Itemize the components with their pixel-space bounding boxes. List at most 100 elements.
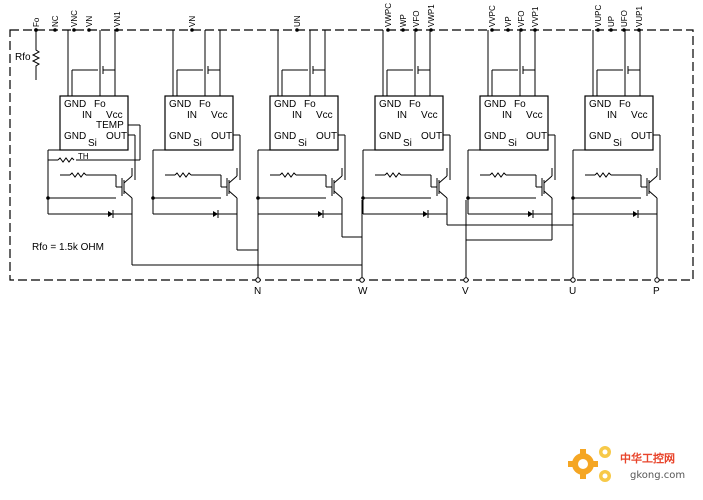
terminal-label: W: [358, 286, 368, 297]
top-pin-label: UP: [607, 16, 616, 27]
ic-in-label: IN: [292, 110, 302, 121]
top-pin-label: VUPC: [594, 5, 603, 27]
driver-ic: [164, 95, 234, 151]
ic-gnd2-label: GND: [169, 131, 191, 142]
ic-fo-label: Fo: [409, 99, 421, 110]
freewheel-diode: [528, 211, 533, 217]
terminal-node: [255, 277, 261, 283]
freewheel-diode: [213, 211, 218, 217]
driver-ic: [584, 95, 654, 151]
output-rails: [131, 214, 658, 280]
top-pin-label: VN1: [113, 11, 122, 27]
driver-ic: [269, 95, 339, 151]
watermark: 中华工控网 gkong.com: [565, 440, 695, 490]
ic-in-label: IN: [502, 110, 512, 121]
ic-fo-label: Fo: [199, 99, 211, 110]
terminal-node: [654, 277, 660, 283]
terminal-node: [359, 277, 365, 283]
ic-out-label: OUT: [421, 131, 442, 142]
ic-fo-label: Fo: [619, 99, 631, 110]
freewheel-diode: [423, 211, 428, 217]
top-pin-label: WP: [399, 14, 408, 27]
top-pin-label: UFO: [620, 10, 629, 27]
top-pin-label: Fo: [32, 17, 41, 27]
ic-in-label: IN: [397, 110, 407, 121]
top-pin-label: VFO: [517, 11, 526, 27]
gate-resistor: [174, 172, 192, 178]
terminal-label: N: [254, 286, 261, 297]
thermistor-label: TH: [78, 152, 89, 161]
driver-ic: [374, 95, 444, 151]
ic-out-label: OUT: [211, 131, 232, 142]
ic-fo-label: Fo: [304, 99, 316, 110]
top-pin-label: VNC: [70, 10, 79, 27]
ic-vcc-label: Vcc: [526, 110, 543, 121]
top-pin-label: UN: [293, 15, 302, 27]
ic-si-label: Si: [193, 138, 202, 149]
top-pin-label: VVP1: [531, 6, 540, 27]
driver-ic: [479, 95, 549, 151]
ic-temp-label: TEMP: [96, 120, 124, 131]
top-pin-label: VN: [85, 16, 94, 27]
rfo-value-note: Rfo = 1.5k OHM: [32, 242, 104, 253]
ic-si-label: Si: [403, 138, 412, 149]
ic-fo-label: Fo: [514, 99, 526, 110]
watermark-title: 中华工控网: [620, 451, 675, 465]
ic-out-label: OUT: [106, 131, 127, 142]
watermark-gear-icon: 中华工控网 gkong.com: [568, 446, 685, 482]
ic-in-label: IN: [187, 110, 197, 121]
watermark-url: gkong.com: [630, 470, 685, 481]
ic-gnd2-label: GND: [484, 131, 506, 142]
gate-resistor: [384, 172, 402, 178]
top-pin-label: NC: [51, 15, 60, 27]
terminal-label: U: [569, 286, 576, 297]
ic-gnd2-label: GND: [589, 131, 611, 142]
freewheel-diode: [108, 211, 113, 217]
gate-resistor: [489, 172, 507, 178]
ic-gnd-label: GND: [169, 99, 191, 110]
fo-resistor-label: Rfo: [15, 52, 31, 63]
top-pin-label: VWPC: [384, 3, 393, 27]
gate-resistor: [594, 172, 612, 178]
freewheel-diode: [633, 211, 638, 217]
ic-out-label: OUT: [316, 131, 337, 142]
ic-vcc-label: Vcc: [631, 110, 648, 121]
ic-gnd2-label: GND: [379, 131, 401, 142]
ic-vcc-label: Vcc: [106, 110, 123, 121]
ic-in-label: IN: [607, 110, 617, 121]
ic-gnd2-label: GND: [274, 131, 296, 142]
top-pin-label: VWP1: [427, 4, 436, 27]
ic-gnd-label: GND: [274, 99, 296, 110]
fo-resistor: Rfo: [15, 28, 41, 80]
top-pin-label: VVPC: [488, 5, 497, 27]
module-boundary: [9, 29, 694, 281]
ic-si-label: Si: [613, 138, 622, 149]
ic-si-label: Si: [508, 138, 517, 149]
terminal-node: [570, 277, 576, 283]
top-pin-label: VN: [188, 16, 197, 27]
terminal-node: [463, 277, 469, 283]
ic-vcc-label: Vcc: [211, 110, 228, 121]
ic-gnd2-label: GND: [64, 131, 86, 142]
ic-si-label: Si: [298, 138, 307, 149]
ic-gnd-label: GND: [484, 99, 506, 110]
ic-gnd-label: GND: [64, 99, 86, 110]
gate-resistor: [279, 172, 297, 178]
ic-in-label: IN: [82, 110, 92, 121]
ic-gnd-label: GND: [379, 99, 401, 110]
thermistor: [57, 157, 75, 163]
ic-vcc-label: Vcc: [316, 110, 333, 121]
top-pin-label: VP: [504, 16, 513, 27]
ic-si-label: Si: [88, 138, 97, 149]
gate-resistor: [69, 172, 87, 178]
